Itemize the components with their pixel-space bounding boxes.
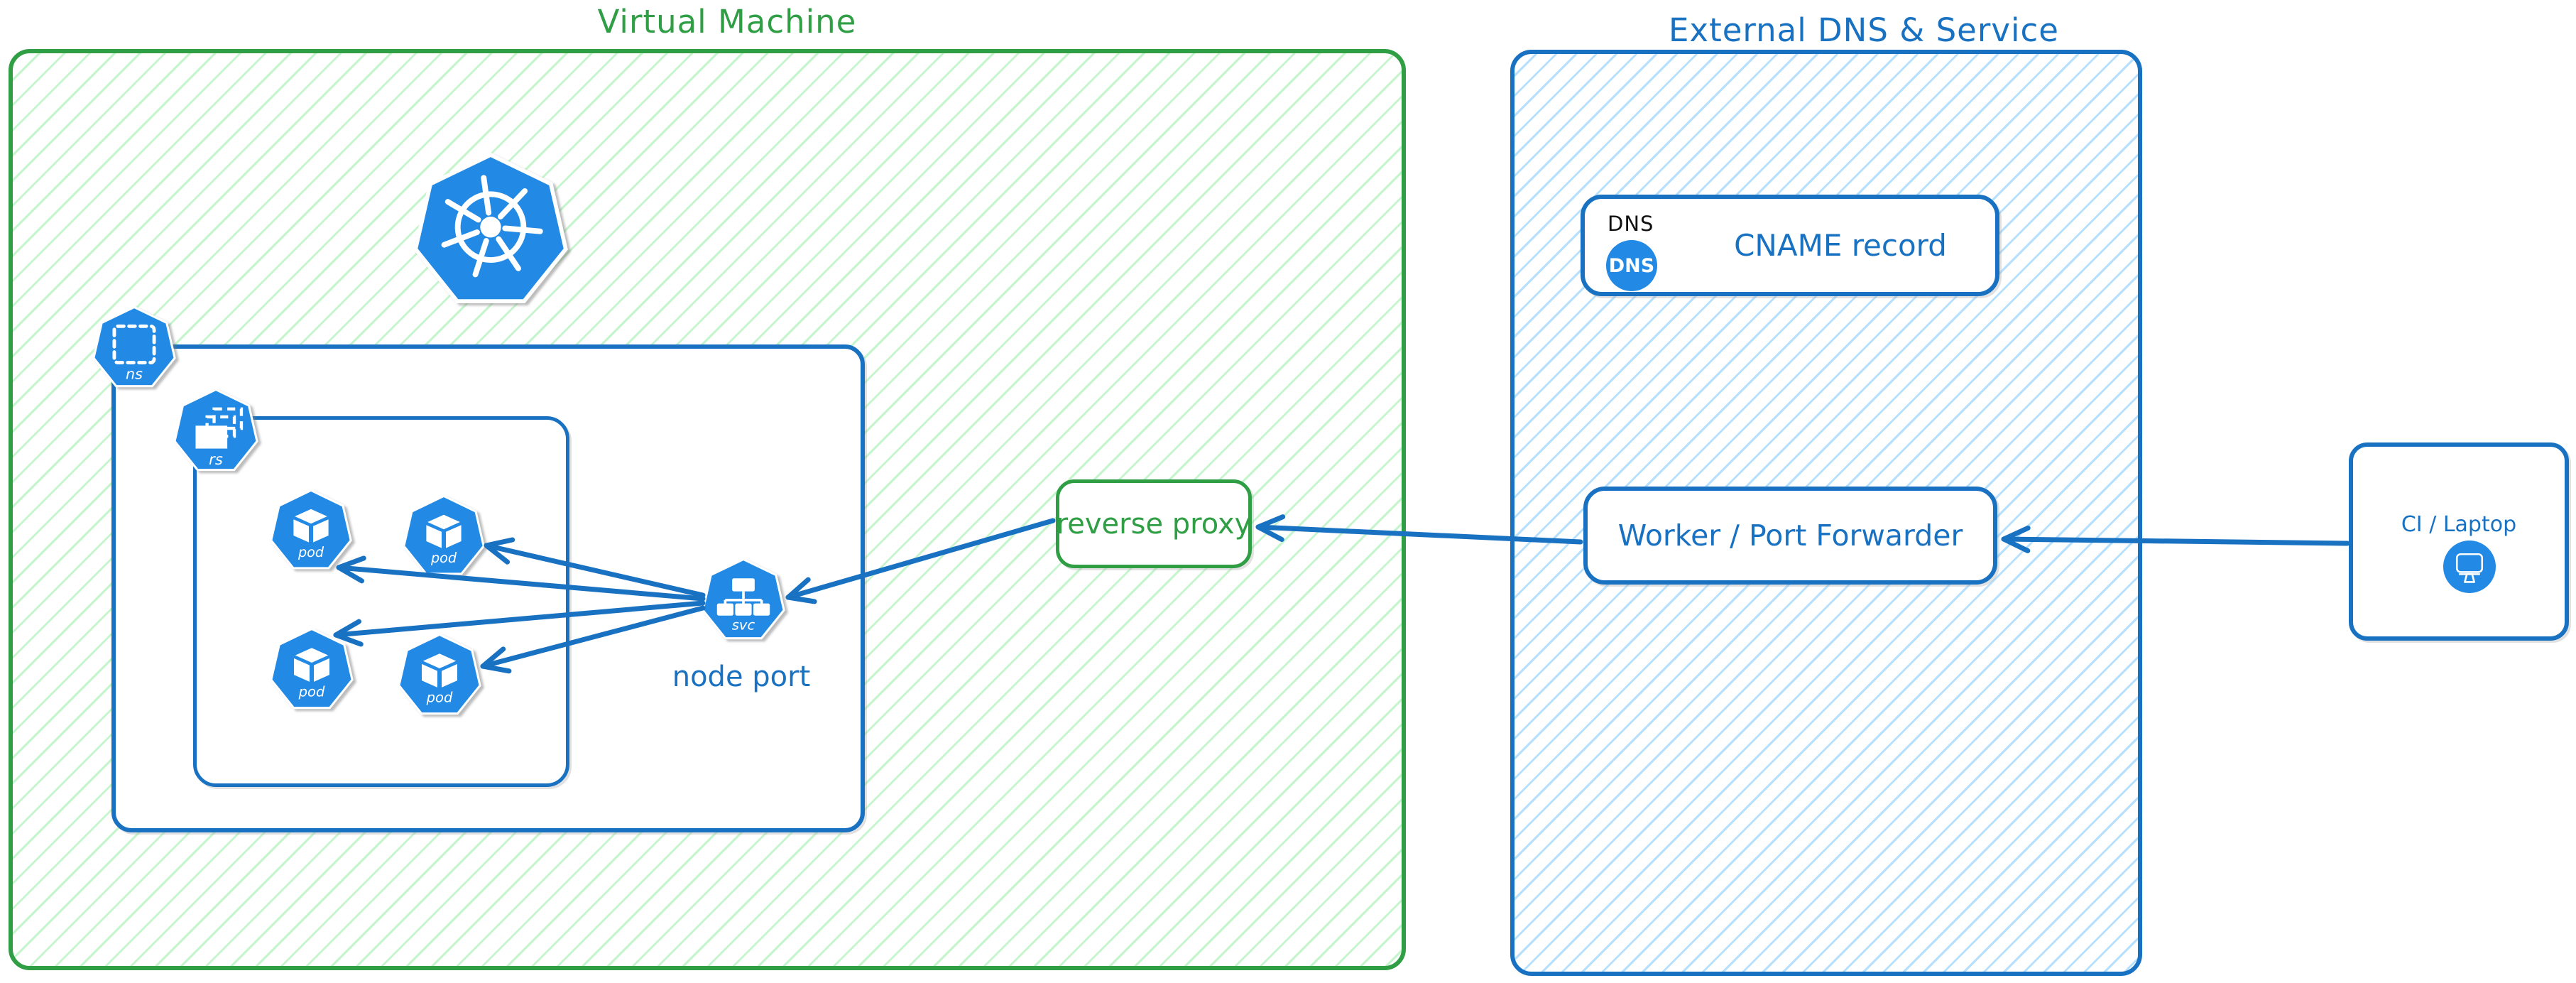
pod-icon[interactable]: pod	[268, 627, 355, 714]
monitor-icon	[2443, 541, 2496, 593]
namespace-icon-label: ns	[126, 366, 143, 383]
replicaset-icon[interactable]: rs	[172, 388, 260, 476]
service-icon[interactable]: svc	[700, 558, 787, 644]
dns-tag-label: DNS	[1608, 212, 1654, 236]
virtual-machine-title: Virtual Machine	[597, 3, 857, 40]
ci-laptop-label: CI / Laptop	[2401, 512, 2517, 537]
namespace-icon[interactable]: ns	[91, 305, 178, 392]
pod-icon-label: pod	[426, 690, 453, 706]
node-port-caption: node port	[672, 661, 811, 693]
pod-icon[interactable]: pod	[401, 494, 486, 580]
service-icon-label: svc	[732, 617, 755, 633]
reverse-proxy-label: reverse proxy	[1056, 507, 1252, 541]
ci-laptop-node[interactable]: CI / Laptop	[2349, 442, 2569, 641]
pod-icon-label: pod	[298, 544, 324, 560]
worker-port-forwarder-label: Worker / Port Forwarder	[1617, 518, 1963, 553]
pod-icon[interactable]: pod	[268, 489, 354, 574]
pod-icon-label: pod	[298, 684, 325, 700]
dns-badge-icon: DNS	[1606, 240, 1657, 291]
external-dns-title: External DNS & Service	[1669, 11, 2059, 49]
kubernetes-logo-icon[interactable]	[410, 149, 571, 315]
dns-record-node[interactable]: DNS DNS CNAME record	[1581, 195, 1999, 296]
pod-icon-label: pod	[430, 550, 457, 566]
reverse-proxy-node[interactable]: reverse proxy	[1056, 479, 1252, 568]
cname-record-label: CNAME record	[1734, 228, 1947, 263]
replicaset-icon-label: rs	[209, 450, 223, 468]
worker-port-forwarder-node[interactable]: Worker / Port Forwarder	[1583, 487, 1997, 585]
pod-icon[interactable]: pod	[396, 633, 483, 719]
